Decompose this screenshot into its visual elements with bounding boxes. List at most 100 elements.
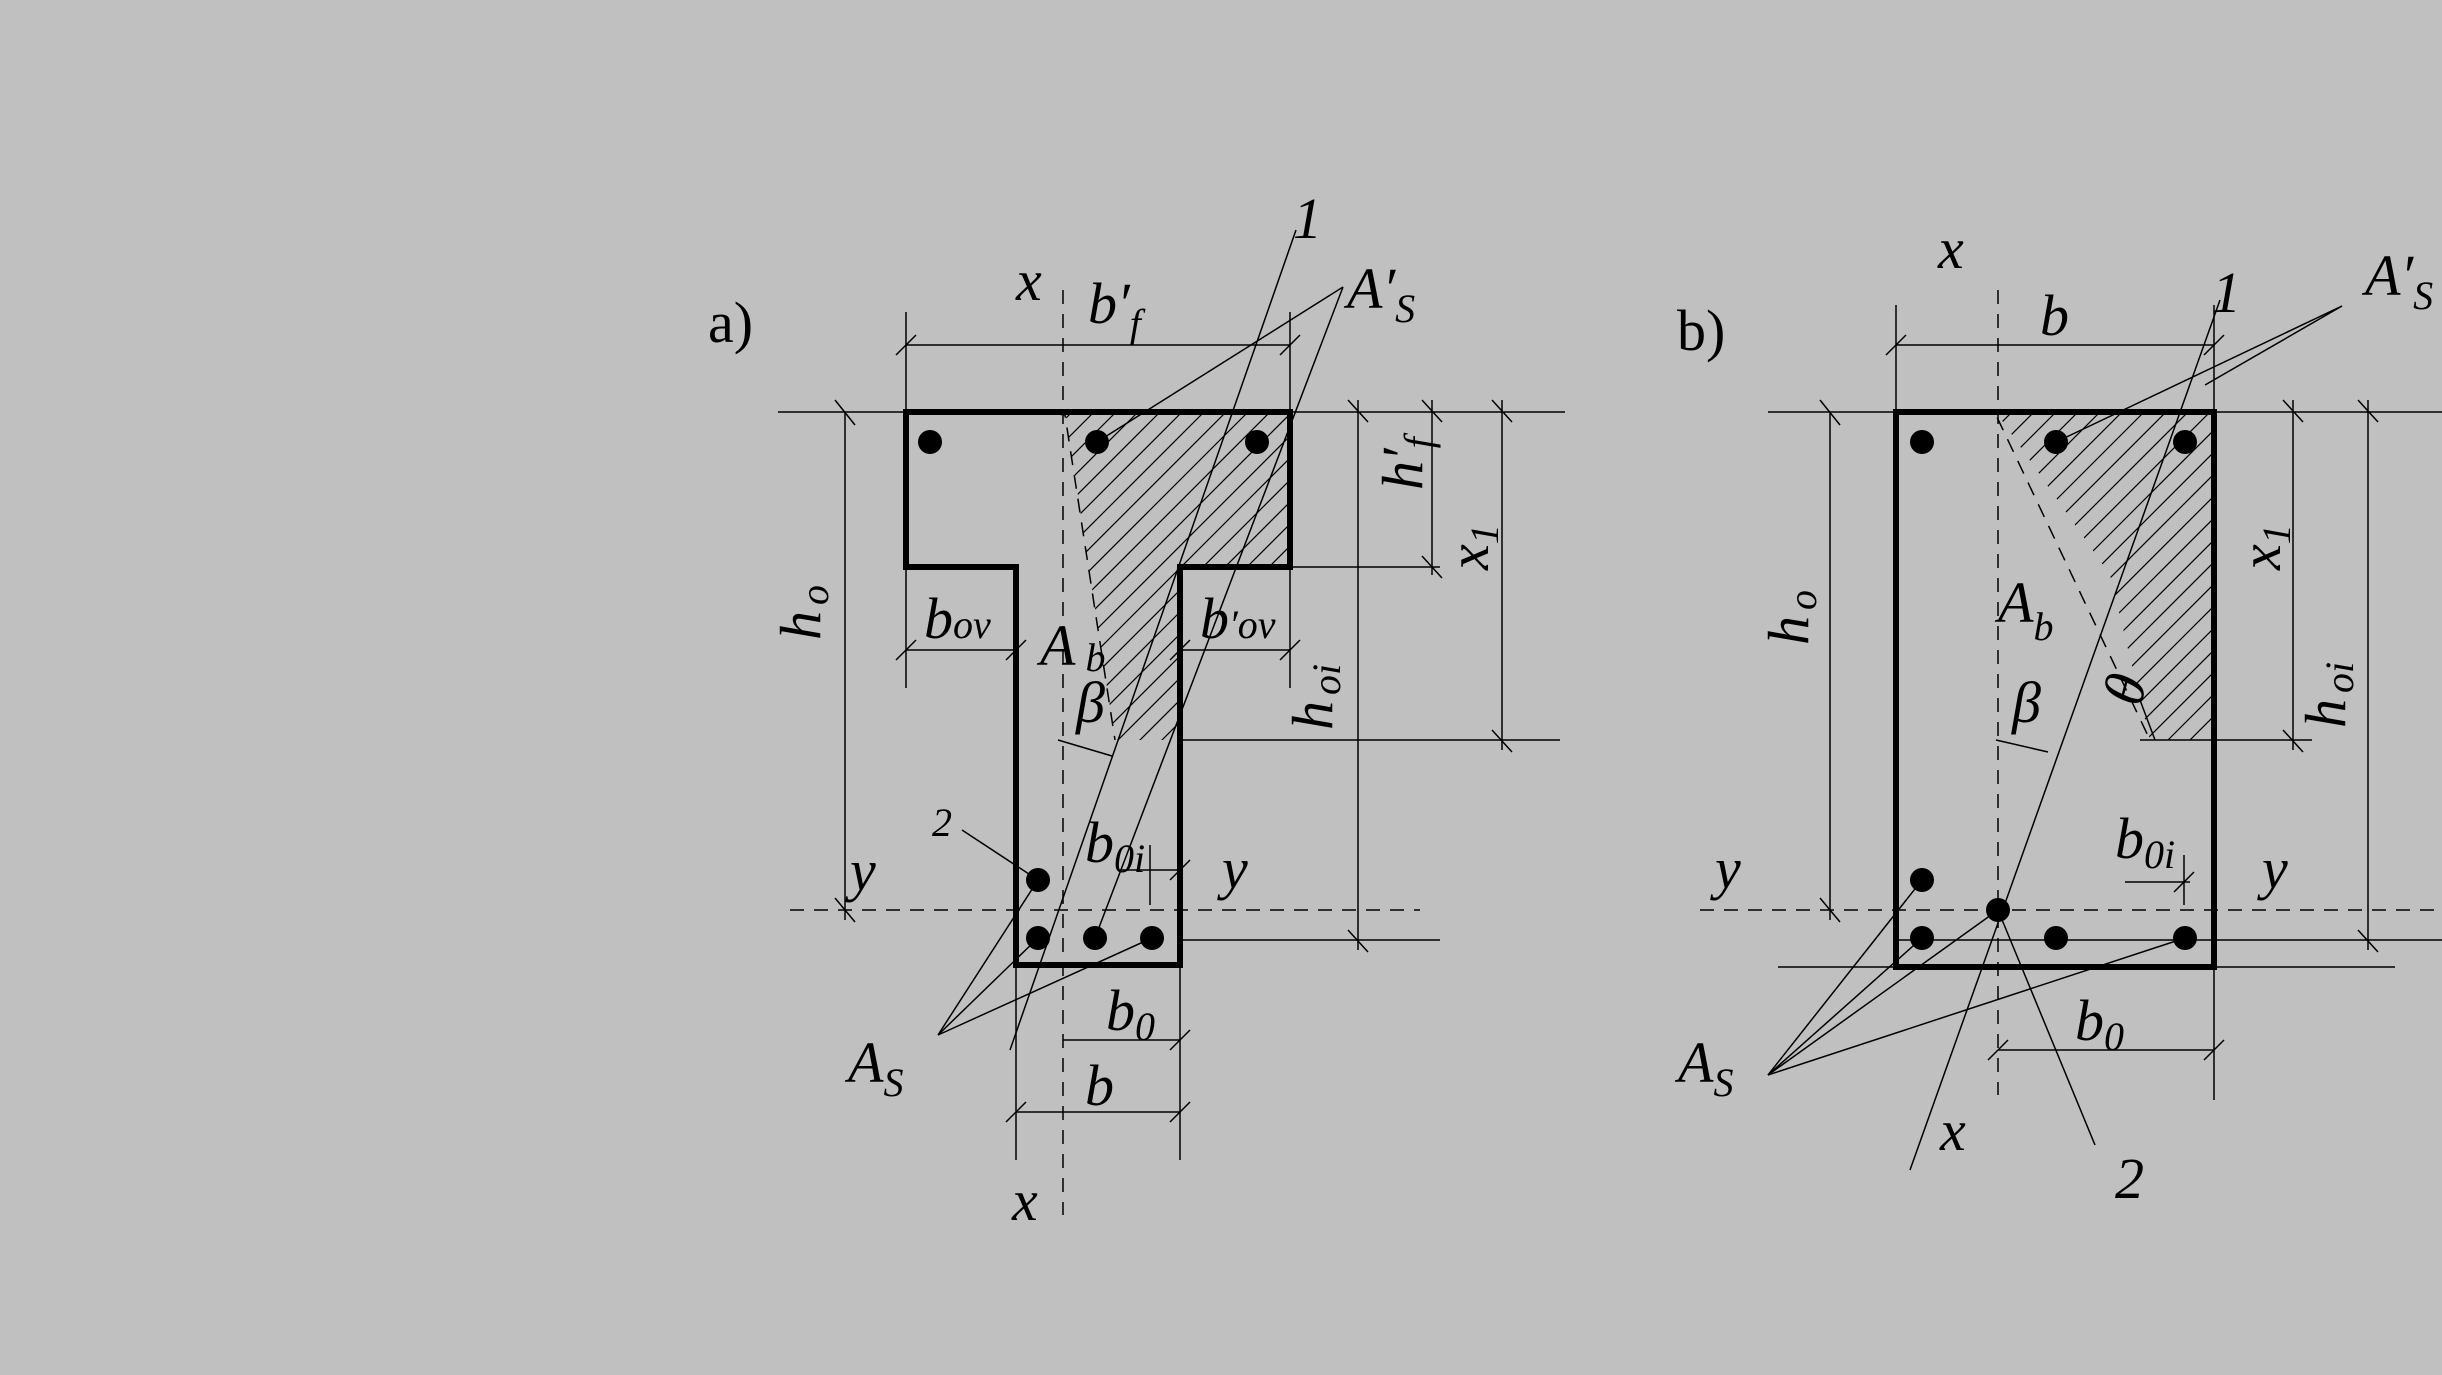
- hatch-line: [1996, 412, 2157, 740]
- hatch-line: [1996, 412, 2047, 740]
- hatch-line: [680, 400, 1040, 760]
- panel-b-leader-as-prime-2: [2204, 305, 2343, 386]
- hatch-line: [1065, 410, 1217, 740]
- panel-b: b) x x y y b 1 A′S ho x1 hoi Ab β θ b0i …: [1620, 216, 2442, 1211]
- hatch-line: [1560, 400, 1920, 760]
- hatch-line: [1065, 410, 1290, 740]
- panel-a-leader-as-3: [937, 937, 1153, 1036]
- panel-b-label-ab: Ab: [1994, 570, 2053, 649]
- panel-b-leader-2: [1997, 909, 2096, 1146]
- panel-b-label-as-prime: A′S: [2361, 243, 2433, 318]
- panel-a-label-hoi: hoi: [1280, 664, 1349, 730]
- hatch-line: [1996, 412, 2091, 740]
- panel-a-tag: a): [708, 290, 753, 355]
- panel-b-label-b0: b0: [2075, 988, 2124, 1059]
- hatch-line: [1428, 400, 1788, 760]
- hatch-line: [2125, 412, 2214, 740]
- hatch-line: [1996, 412, 2214, 740]
- panel-a-rebar-top-right: [1245, 430, 1269, 454]
- hatch-line: [1648, 400, 2008, 760]
- panel-a-label-beta: β: [1075, 670, 1105, 735]
- panel-a-inclined-line-1: [1009, 229, 1297, 1051]
- panel-a-label-x-top: x: [1015, 248, 1042, 313]
- panel-a-label-ho: ho: [768, 585, 837, 640]
- panel-a-label-bov-right: b′ov: [1200, 586, 1276, 651]
- panel-b-label-b0i: b0i: [2115, 806, 2175, 877]
- hatch-line: [1065, 410, 1283, 740]
- panel-a-label-bf: b′f: [1088, 271, 1146, 346]
- hatch-line: [1516, 400, 1876, 760]
- hatch-line: [1620, 400, 1980, 760]
- hatch-line: [1065, 410, 1173, 740]
- hatch-line: [1996, 412, 2214, 740]
- panel-b-theta-arc: [2139, 699, 2156, 741]
- hatch-line: [1384, 400, 1744, 760]
- hatch-line: [2103, 412, 2214, 740]
- panel-a-label-b0: b0: [1106, 978, 1155, 1049]
- hatch-line: [2147, 412, 2214, 740]
- panel-b-rebar-top-right: [2173, 430, 2197, 454]
- hatch-line: [1065, 410, 1290, 740]
- panel-b-label-theta: θ: [2090, 667, 2160, 711]
- hatch-line: [1996, 412, 2135, 740]
- panel-a-label-one: 1: [1293, 186, 1322, 251]
- panel-b-leader-as-2: [1767, 937, 1923, 1076]
- hatch-line: [1406, 400, 1766, 760]
- panel-b-leader-as-1: [1767, 879, 1923, 1076]
- panel-b-inclined-line-1: [1909, 299, 2221, 1171]
- panel-a-leader-2: [961, 829, 1039, 881]
- panel-b-label-x-bottom: x: [1939, 1098, 1966, 1163]
- panel-a-beta-arc: [1057, 739, 1113, 757]
- panel-b-label-one: 1: [2212, 260, 2241, 325]
- panel-b-leader-as-3: [1767, 909, 1999, 1076]
- panel-a-leader-as-1: [937, 879, 1039, 1036]
- panel-a-rebar-top-left: [918, 430, 942, 454]
- panel-b-leader-as-prime-1: [2055, 305, 2343, 443]
- panel-b-label-b: b: [2040, 283, 2069, 348]
- panel-a-label-y-left: y: [845, 838, 876, 903]
- hatch-line: [1065, 410, 1129, 740]
- panel-a: a) x x y y b′f A′S 1 ho h′f x1 hoi bov b…: [680, 186, 2008, 1233]
- panel-a-label-x-bottom: x: [1011, 1168, 1038, 1233]
- panel-b-label-y-left: y: [1710, 836, 1741, 901]
- panel-a-label-two: 2: [932, 800, 952, 845]
- panel-a-label-as-prime: A′S: [1343, 256, 1415, 331]
- hatch-line: [1996, 412, 2113, 740]
- hatch-line: [1996, 412, 2003, 740]
- panel-b-tag: b): [1677, 298, 1725, 363]
- hatch-line: [1996, 412, 2214, 740]
- hatch-line: [1296, 400, 1656, 760]
- hatch-line: [2368, 400, 2442, 760]
- hatch-line: [1185, 410, 1290, 740]
- panel-a-label-y-right: y: [1217, 836, 1248, 901]
- panel-a-leader-as-prime-1: [1096, 286, 1344, 443]
- panel-b-label-x1: x1: [2228, 524, 2299, 571]
- hatch-line: [2390, 400, 2442, 760]
- panel-b-beta-arc: [1995, 739, 2049, 753]
- hatch-line: [1450, 400, 1810, 760]
- hatch-line: [1065, 410, 1107, 740]
- panel-b-section-outline: [1893, 409, 2217, 970]
- hatch-line: [1065, 410, 1290, 740]
- panel-a-label-x1: x1: [1436, 524, 1507, 571]
- hatch-line: [702, 400, 1062, 760]
- hatch-line: [2081, 412, 2214, 740]
- hatch-line: [2412, 400, 2442, 760]
- panel-a-label-as: AS: [844, 1030, 903, 1105]
- hatch-line: [2434, 400, 2442, 760]
- hatch-line: [1538, 400, 1898, 760]
- panel-a-label-b0i: b0i: [1085, 810, 1145, 881]
- panel-a-label-hf: h′f: [1370, 432, 1441, 490]
- panel-b-rebar-bottom-mid: [2044, 926, 2068, 950]
- panel-a-leader-as-prime-2: [1094, 286, 1344, 939]
- hatch-line: [2059, 412, 2214, 740]
- panel-b-leader-as-4: [1767, 937, 2186, 1076]
- hatch-line: [1065, 410, 1151, 740]
- panel-b-rebar-top-left: [1910, 430, 1934, 454]
- panel-a-leader-as-2: [937, 937, 1039, 1036]
- hatch-line: [1065, 410, 1195, 740]
- panel-b-label-y-right: y: [2257, 836, 2288, 901]
- hatch-line: [1604, 400, 1964, 760]
